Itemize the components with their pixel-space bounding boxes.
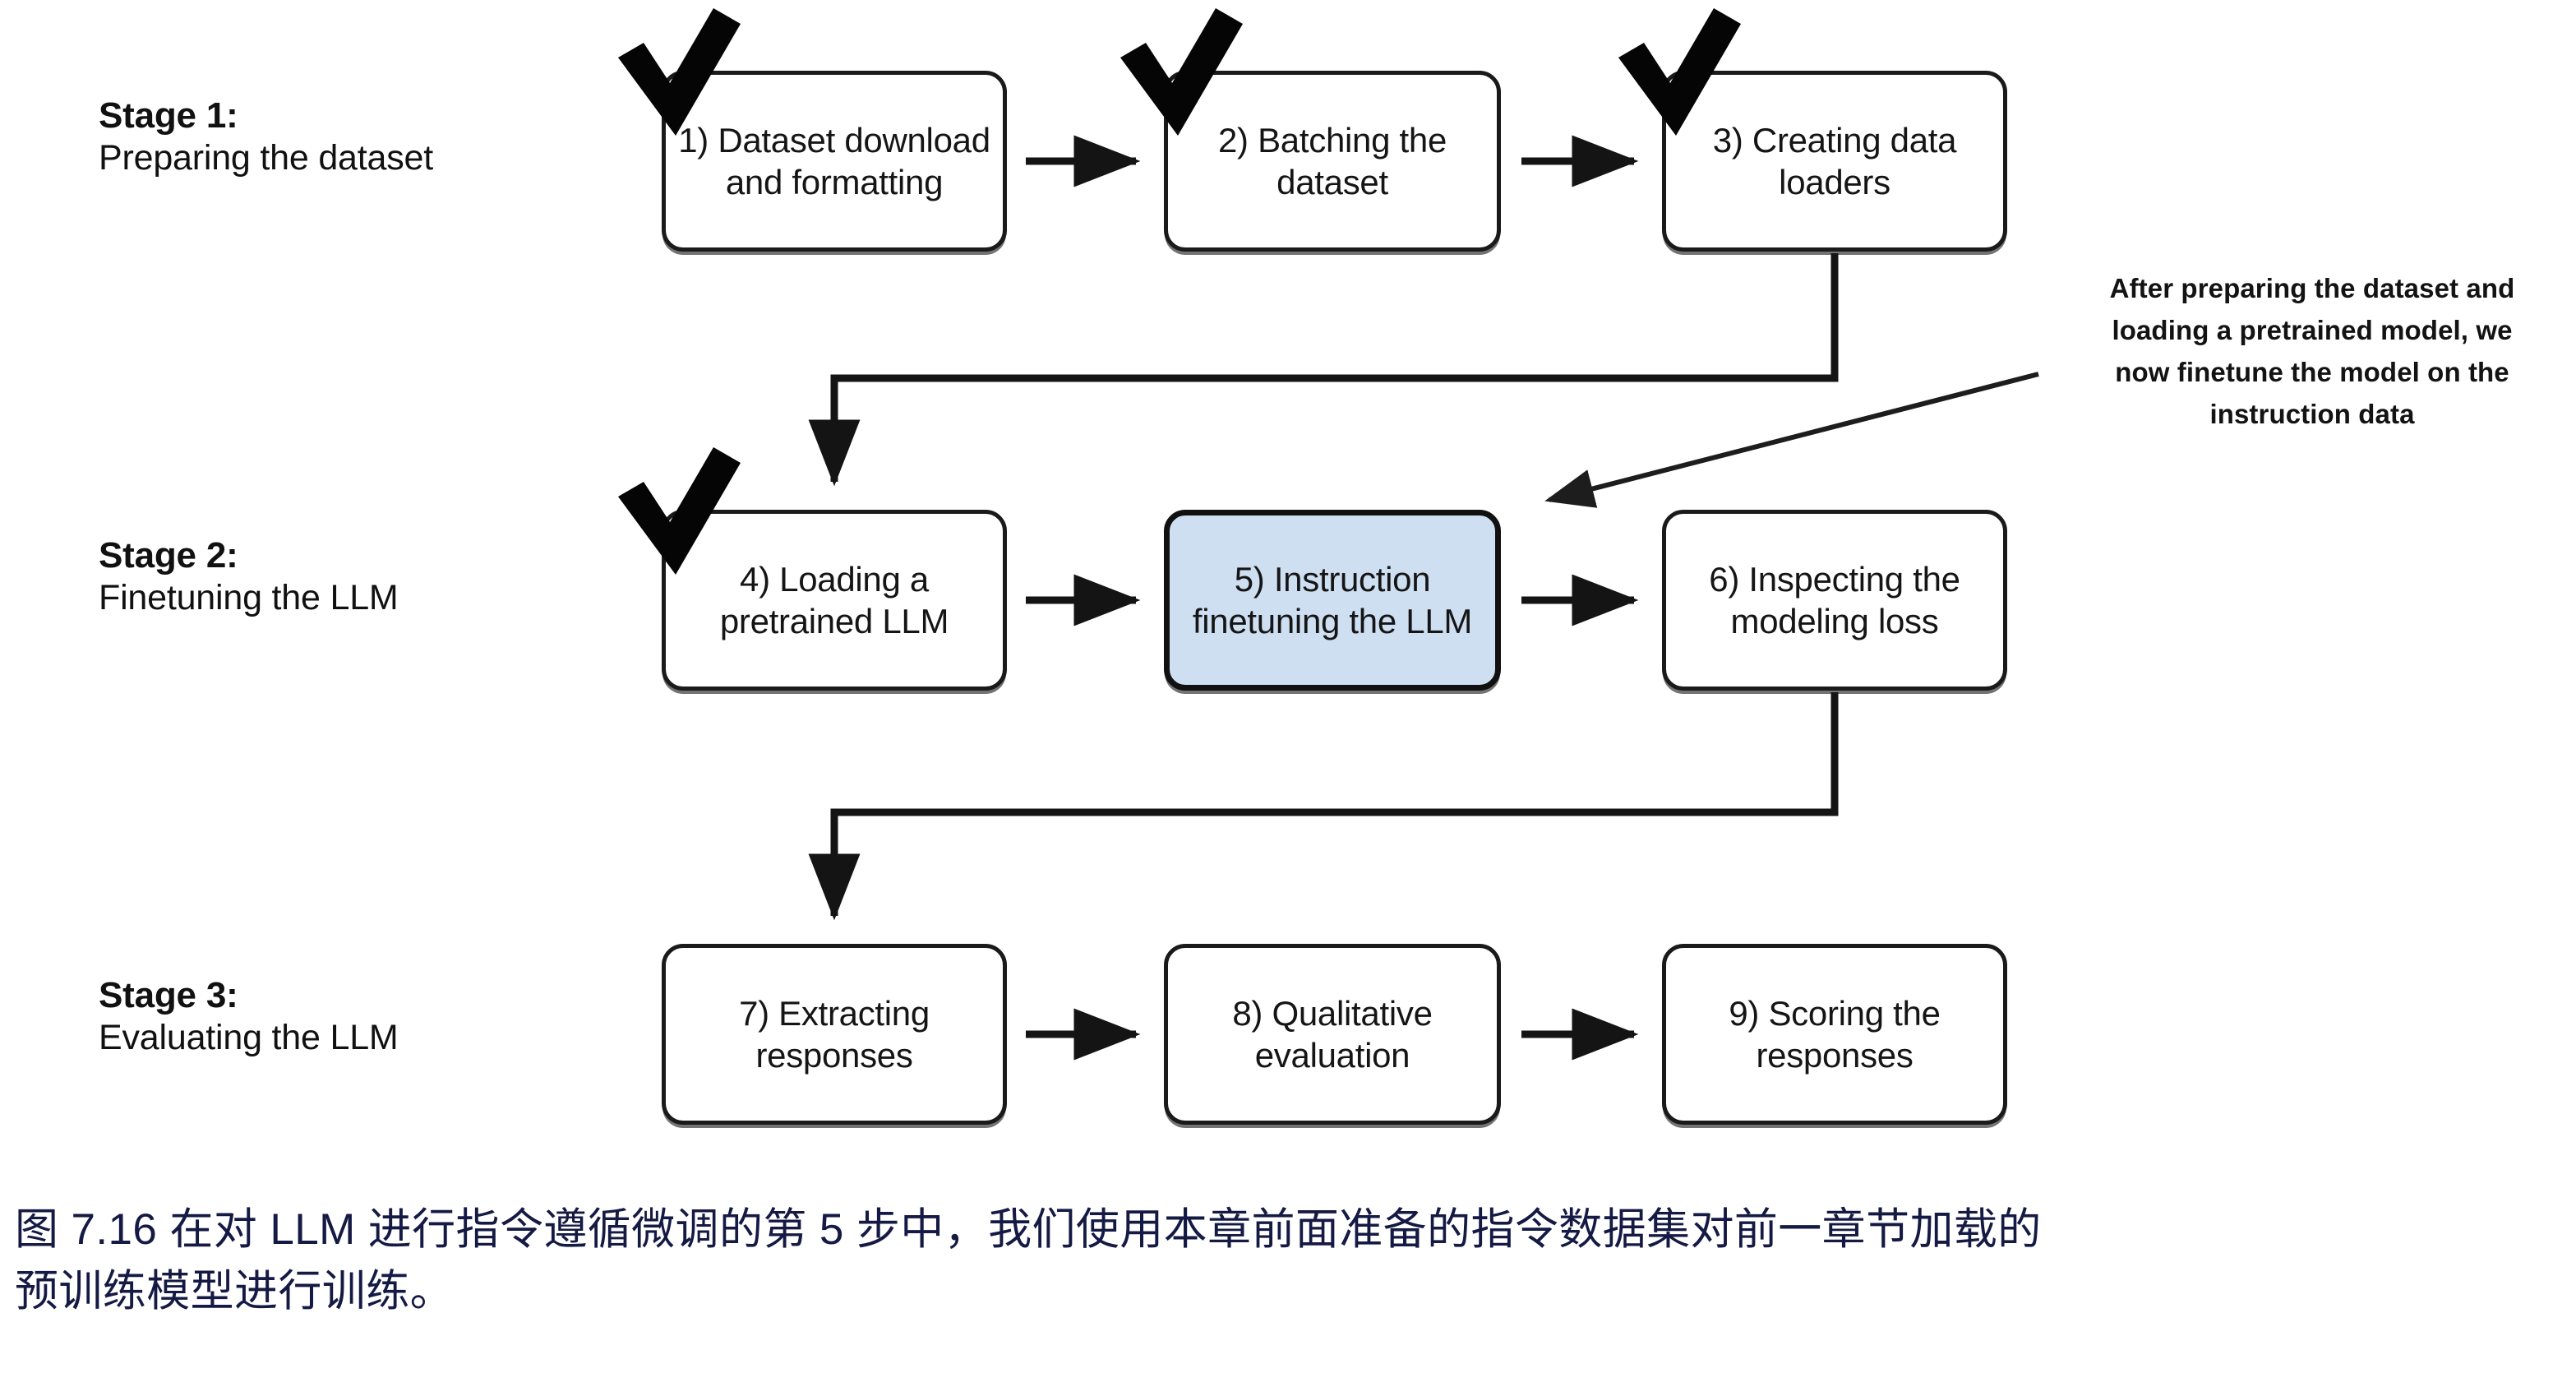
- node-step-7[interactable]: 7) Extracting responses: [662, 944, 1007, 1125]
- callout-line-4: instruction data: [2209, 399, 2415, 430]
- stage-1-subtitle: Preparing the dataset: [99, 137, 433, 178]
- caption-line-1: 图 7.16 在对 LLM 进行指令遵循微调的第 5 步中，我们使用本章前面准备…: [15, 1205, 2042, 1254]
- stage-2-subtitle: Finetuning the LLM: [99, 577, 399, 617]
- node-step-8[interactable]: 8) Qualitative evaluation: [1164, 944, 1501, 1125]
- stage-3-subtitle: Evaluating the LLM: [99, 1017, 399, 1057]
- node-step-1[interactable]: 1) Dataset download and formatting: [662, 71, 1007, 252]
- stage-1-title: Stage 1:: [99, 95, 238, 136]
- callout-line-3: now finetune the model on the: [2115, 357, 2509, 388]
- arrow-step3-to-step4: [808, 253, 1839, 487]
- stage-3-title: Stage 3:: [99, 975, 238, 1015]
- node-step-6[interactable]: 6) Inspecting the modeling loss: [1662, 510, 2007, 691]
- node-step-2[interactable]: 2) Batching the dataset: [1164, 71, 1501, 252]
- callout-line-1: After preparing the dataset and: [2109, 273, 2515, 303]
- node-step-5[interactable]: 5) Instruction finetuning the LLM: [1164, 510, 1501, 691]
- arrow-step6-to-step7: [808, 692, 1839, 921]
- stage-label-1: Stage 1: Preparing the dataset: [99, 95, 433, 179]
- callout-line-2: loading a pretrained model, we: [2112, 315, 2513, 346]
- caption-line-2: 预训练模型进行训练。: [15, 1267, 454, 1316]
- callout-note: After preparing the dataset and loading …: [2053, 267, 2571, 436]
- node-step-9[interactable]: 9) Scoring the responses: [1662, 944, 2007, 1125]
- node-step-4[interactable]: 4) Loading a pretrained LLM: [662, 510, 1007, 691]
- stage-2-title: Stage 2:: [99, 535, 238, 576]
- arrow-callout-to-step5: [1544, 372, 2039, 508]
- figure-caption: 图 7.16 在对 LLM 进行指令遵循微调的第 5 步中，我们使用本章前面准备…: [15, 1199, 2563, 1323]
- stage-label-3: Stage 3: Evaluating the LLM: [99, 974, 399, 1059]
- node-step-3[interactable]: 3) Creating data loaders: [1662, 71, 2007, 252]
- stage-label-2: Stage 2: Finetuning the LLM: [99, 534, 399, 619]
